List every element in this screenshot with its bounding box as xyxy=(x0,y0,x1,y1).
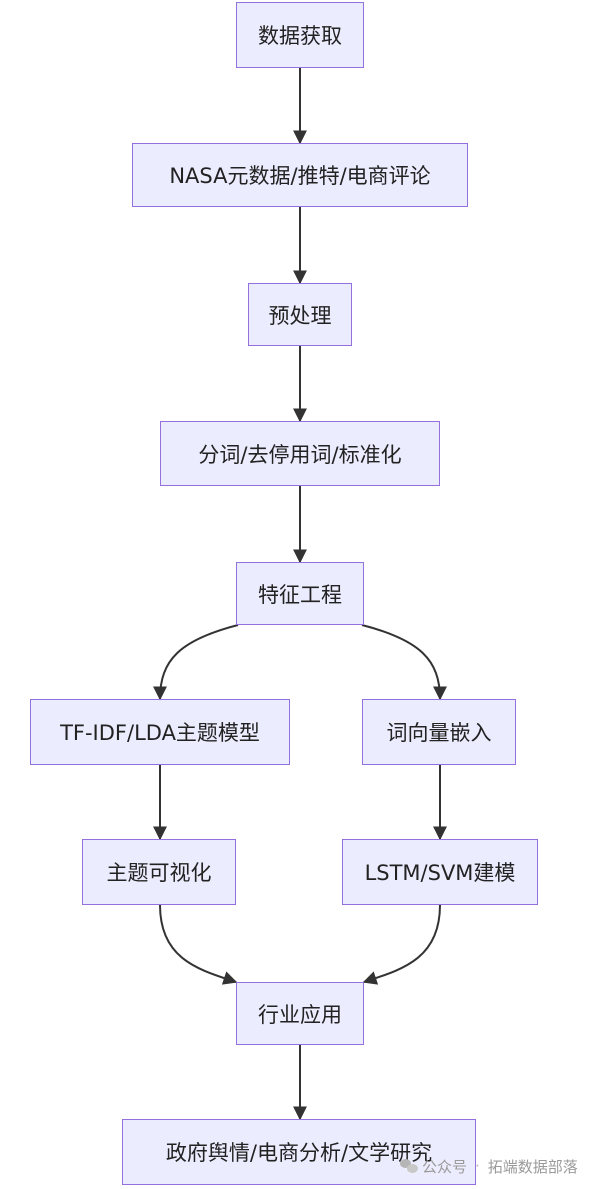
node-applications: 政府舆情/电商分析/文学研究 xyxy=(122,1119,476,1185)
edge-lstm-svm-to-industry-app xyxy=(362,904,441,985)
watermark-account-name: 拓端数据部落 xyxy=(487,1157,578,1176)
edge-topic-viz-to-industry-app xyxy=(159,904,238,985)
node-word-embedding: 词向量嵌入 xyxy=(362,699,516,765)
edge-feature-engineering-to-word-embedding xyxy=(361,624,447,701)
node-lstm-svm: LSTM/SVM建模 xyxy=(342,839,538,905)
node-data-acquisition: 数据获取 xyxy=(236,2,364,68)
watermark: 公众号 · 拓端数据部落 xyxy=(400,1154,578,1178)
edge-feature-engineering-to-topic-model xyxy=(153,624,239,701)
node-preprocessing: 预处理 xyxy=(248,283,352,346)
watermark-separator: · xyxy=(475,1157,480,1175)
watermark-account-type: 公众号 xyxy=(422,1157,468,1176)
node-topic-viz: 主题可视化 xyxy=(82,839,236,905)
wechat-icon xyxy=(400,1159,418,1173)
node-sources: NASA元数据/推特/电商评论 xyxy=(132,143,468,207)
node-feature-engineering: 特征工程 xyxy=(236,562,364,625)
node-tokenize: 分词/去停用词/标准化 xyxy=(160,421,440,486)
node-industry-app: 行业应用 xyxy=(236,982,364,1045)
node-topic-model: TF-IDF/LDA主题模型 xyxy=(30,699,290,765)
